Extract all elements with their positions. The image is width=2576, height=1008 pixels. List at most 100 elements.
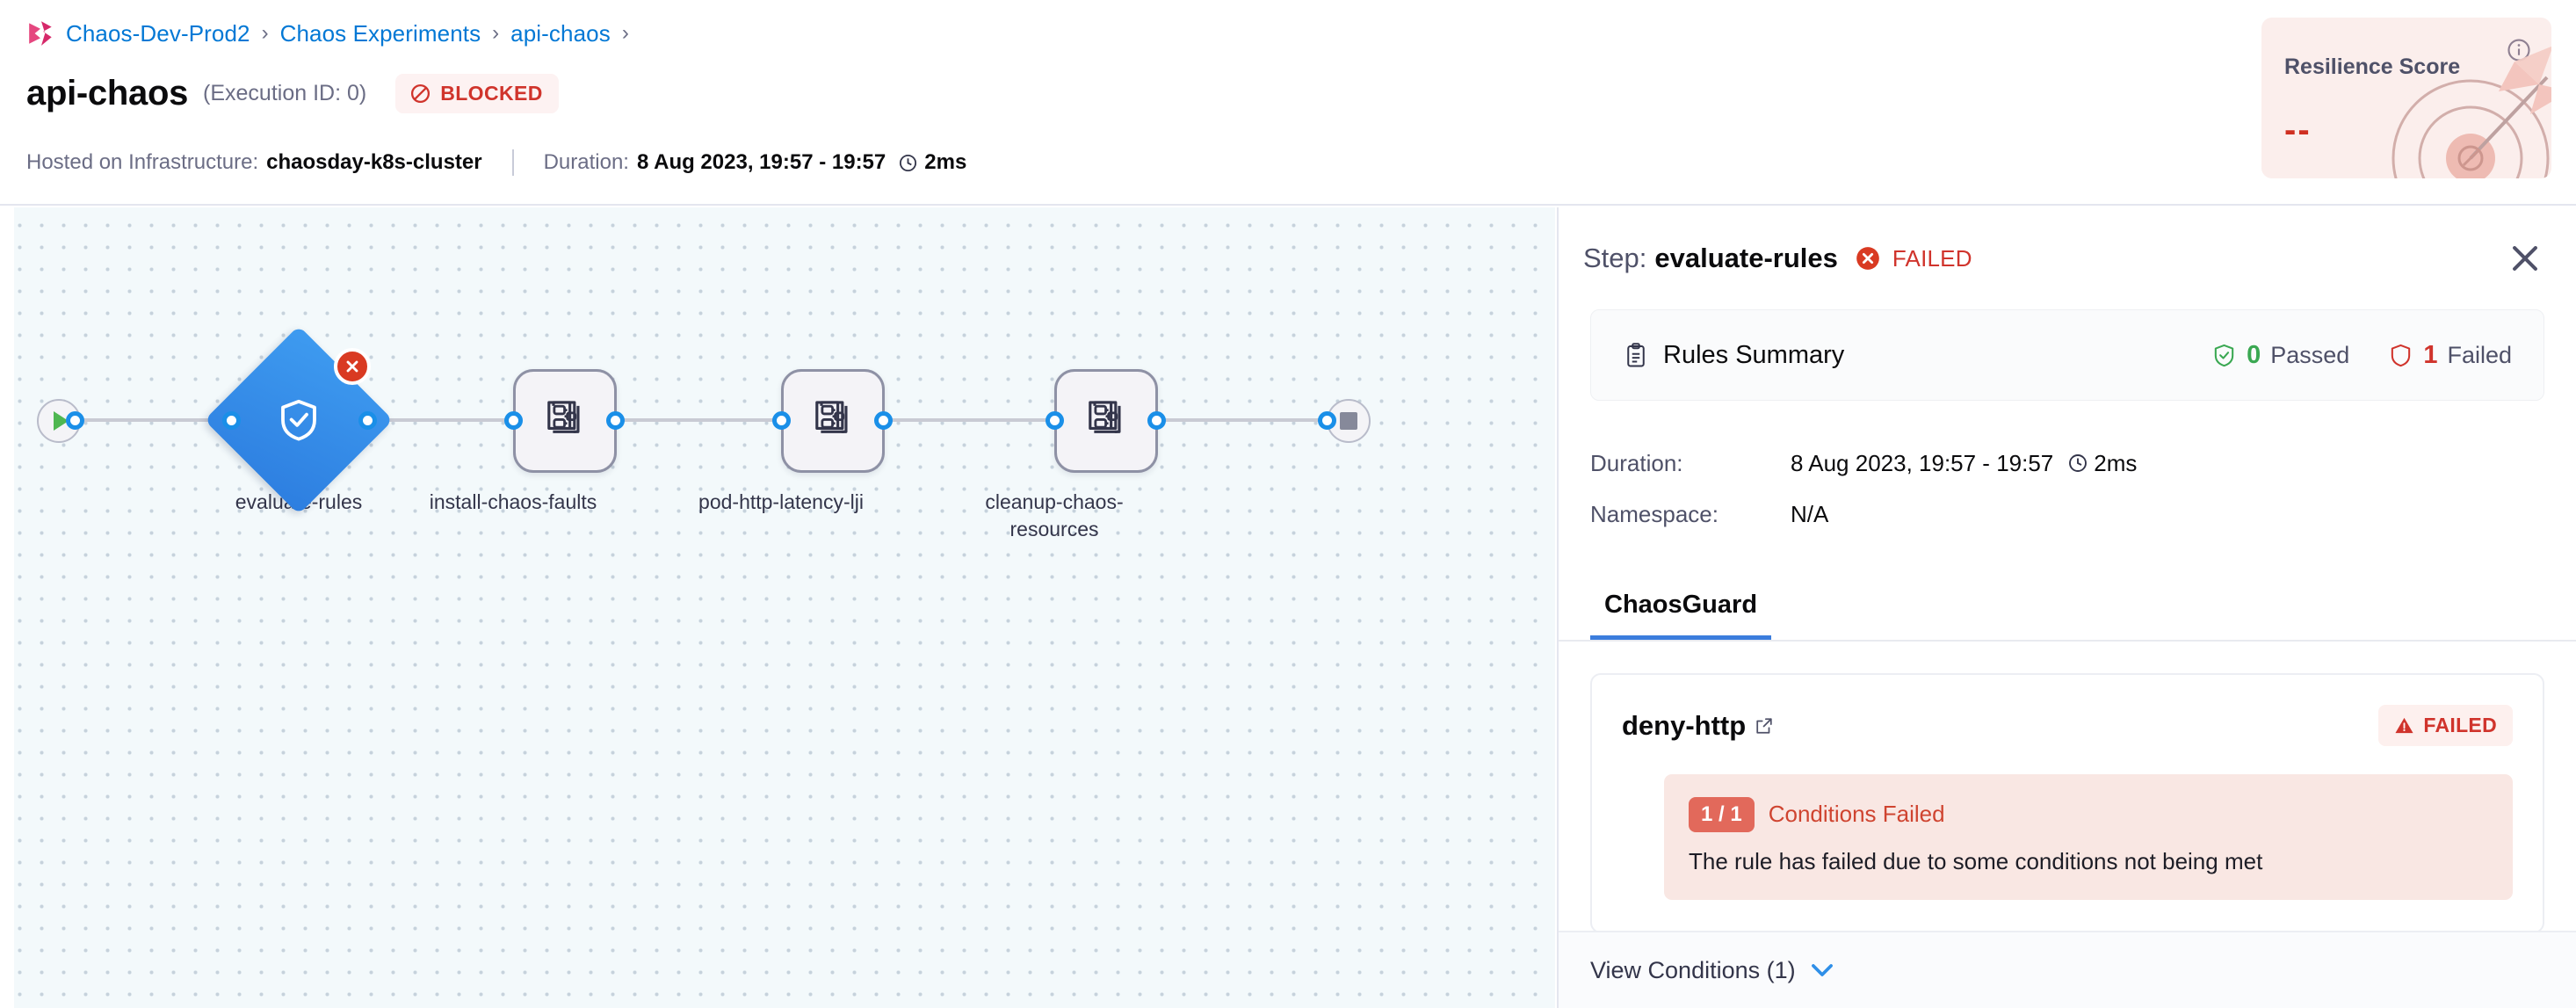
chaos-logo-icon-svg bbox=[29, 21, 52, 46]
status-badge: BLOCKED bbox=[395, 73, 559, 113]
conditions-failed-alert: 1 / 1 Conditions Failed The rule has fai… bbox=[1664, 774, 2513, 900]
node-label-cleanup-chaos-resources: cleanup-chaos-resources bbox=[985, 490, 1124, 541]
execution-id: (Execution ID: 0) bbox=[203, 80, 367, 105]
rules-failed-label: Failed bbox=[2447, 341, 2512, 368]
edge-latency-to-cleanup bbox=[883, 418, 1054, 422]
panel-step-status: FAILED bbox=[1892, 244, 1972, 272]
shield-check-green-icon bbox=[2211, 343, 2237, 368]
edge-install-to-latency bbox=[615, 418, 782, 422]
detail-key-duration: Duration: bbox=[1590, 449, 1683, 476]
rules-failed-stat: 1 Failed bbox=[2388, 341, 2512, 370]
port-install-out[interactable] bbox=[606, 411, 625, 430]
node-label-pod-http-latency-lji: pod-http-latency-lji bbox=[698, 490, 864, 513]
page-title: api-chaos bbox=[26, 73, 189, 112]
resilience-score-value: -- bbox=[2284, 111, 2312, 149]
breadcrumb: Chaos-Dev-Prod2 › Chaos Experiments › ap… bbox=[26, 16, 631, 51]
duration-time: 2ms bbox=[924, 150, 967, 174]
port-latency-in[interactable] bbox=[772, 411, 791, 430]
target-dart-icon bbox=[2367, 35, 2551, 178]
stop-icon bbox=[1340, 412, 1357, 430]
tab-chaosguard[interactable]: ChaosGuard bbox=[1590, 591, 1772, 640]
clock-icon bbox=[886, 153, 924, 173]
detail-key-namespace: Namespace: bbox=[1590, 500, 1719, 527]
panel-tabs: ChaosGuard bbox=[1559, 569, 2576, 642]
rules-passed-stat: 0 Passed bbox=[2211, 341, 2349, 370]
port-evaluate-rules-out[interactable] bbox=[358, 411, 377, 430]
infrastructure-value: chaosday-k8s-cluster bbox=[266, 150, 482, 174]
pipeline-node-row: install-chaos-faults pod-http-latency-lj… bbox=[0, 325, 1555, 559]
shield-check-icon bbox=[275, 396, 322, 444]
clock-icon bbox=[2053, 453, 2094, 474]
error-x-icon bbox=[334, 348, 371, 385]
detail-value-namespace: N/A bbox=[1791, 500, 1829, 527]
chaos-logo-icon bbox=[26, 18, 56, 48]
node-label-install-chaos-faults: install-chaos-faults bbox=[429, 490, 597, 513]
clipboard-icon bbox=[1623, 342, 1649, 368]
chaos-fault-stack-icon bbox=[1083, 396, 1129, 446]
conditions-failed-count: 1 / 1 bbox=[1689, 797, 1755, 832]
header-meta: Hosted on Infrastructure: chaosday-k8s-c… bbox=[26, 145, 966, 180]
start-node[interactable] bbox=[37, 399, 81, 443]
port-cleanup-out[interactable] bbox=[1147, 411, 1166, 430]
resilience-score-title: Resilience Score bbox=[2284, 54, 2461, 79]
breadcrumb-link-1[interactable]: Chaos Experiments bbox=[279, 19, 481, 47]
rule-status-badge: FAILED bbox=[2378, 705, 2513, 746]
chaos-fault-stack-icon bbox=[542, 396, 588, 446]
resilience-score-card: Resilience Score -- bbox=[2261, 18, 2551, 178]
panel-header-title: Step: evaluate-rules FAILED bbox=[1583, 243, 1972, 274]
node-pod-http-latency-lji[interactable] bbox=[781, 369, 885, 473]
rules-summary-title: Rules Summary bbox=[1663, 340, 1845, 369]
rule-name: deny-http bbox=[1622, 709, 1747, 741]
rules-summary-left: Rules Summary bbox=[1623, 341, 1844, 370]
title-row: api-chaos (Execution ID: 0) BLOCKED bbox=[26, 69, 559, 118]
step-details-panel: Step: evaluate-rules FAILED bbox=[1557, 207, 2576, 1008]
chaos-fault-stack-icon bbox=[810, 396, 856, 446]
node-evaluate-rules[interactable] bbox=[204, 325, 394, 515]
warning-triangle-icon bbox=[2394, 715, 2414, 736]
breadcrumb-separator-1: › bbox=[492, 21, 500, 45]
detail-row-duration: Duration: 8 Aug 2023, 19:57 - 19:57 2ms bbox=[1590, 438, 2544, 489]
edge-evaluate-rules-to-install bbox=[369, 418, 514, 422]
view-conditions-toggle[interactable]: View Conditions (1) bbox=[1559, 931, 2576, 1008]
port-start-out[interactable] bbox=[66, 411, 84, 430]
rules-failed-count: 1 bbox=[2423, 340, 2438, 369]
conditions-failed-description: The rule has failed due to some conditio… bbox=[1689, 847, 2263, 874]
infrastructure-label: Hosted on Infrastructure: bbox=[26, 150, 259, 174]
detail-row-namespace: Namespace: N/A bbox=[1590, 489, 2544, 540]
detail-duration-time: 2ms bbox=[2094, 449, 2138, 476]
rule-card-deny-http: deny-http FAILED bbox=[1590, 673, 2544, 933]
pipeline-canvas[interactable]: install-chaos-faults pod-http-latency-lj… bbox=[0, 207, 1555, 1008]
breadcrumb-separator-0: › bbox=[261, 21, 269, 45]
rules-summary-stats: 0 Passed 1 Failed bbox=[2211, 341, 2512, 370]
node-install-chaos-faults[interactable] bbox=[513, 369, 617, 473]
node-cleanup-chaos-resources[interactable] bbox=[1054, 369, 1158, 473]
chevron-down-icon[interactable] bbox=[1810, 962, 1834, 978]
panel-header: Step: evaluate-rules FAILED bbox=[1559, 207, 2576, 309]
detail-duration-text: 8 Aug 2023, 19:57 - 19:57 bbox=[1791, 449, 2054, 476]
rule-status-label: FAILED bbox=[2423, 714, 2497, 736]
port-cleanup-in[interactable] bbox=[1046, 411, 1064, 430]
step-details-list: Duration: 8 Aug 2023, 19:57 - 19:57 2ms … bbox=[1590, 438, 2544, 540]
port-evaluate-rules-in[interactable] bbox=[222, 411, 241, 430]
duration-value: 8 Aug 2023, 19:57 - 19:57 bbox=[636, 150, 886, 174]
conditions-failed-header: 1 / 1 Conditions Failed bbox=[1689, 797, 2488, 832]
breadcrumb-link-0[interactable]: Chaos-Dev-Prod2 bbox=[66, 19, 250, 47]
rules-passed-count: 0 bbox=[2247, 340, 2261, 369]
error-x-icon bbox=[1850, 246, 1880, 271]
port-install-in[interactable] bbox=[504, 411, 523, 430]
status-badge-label: BLOCKED bbox=[440, 81, 543, 105]
external-link-icon[interactable] bbox=[1746, 716, 1774, 736]
edge-start-to-evaluate-rules bbox=[75, 418, 233, 422]
blocked-icon bbox=[409, 83, 431, 105]
detail-value-duration: 8 Aug 2023, 19:57 - 19:57 2ms bbox=[1791, 450, 2137, 477]
port-end-in[interactable] bbox=[1318, 411, 1336, 430]
play-icon bbox=[54, 411, 69, 431]
breadcrumb-link-2[interactable]: api-chaos bbox=[510, 19, 611, 47]
breadcrumb-separator-2: › bbox=[621, 21, 629, 45]
view-conditions-label: View Conditions (1) bbox=[1590, 956, 1796, 983]
canvas-left-gutter bbox=[0, 207, 14, 1008]
conditions-failed-title: Conditions Failed bbox=[1768, 801, 1945, 828]
close-icon[interactable] bbox=[2506, 239, 2544, 278]
page-header: Chaos-Dev-Prod2 › Chaos Experiments › ap… bbox=[0, 0, 2576, 206]
port-latency-out[interactable] bbox=[874, 411, 893, 430]
